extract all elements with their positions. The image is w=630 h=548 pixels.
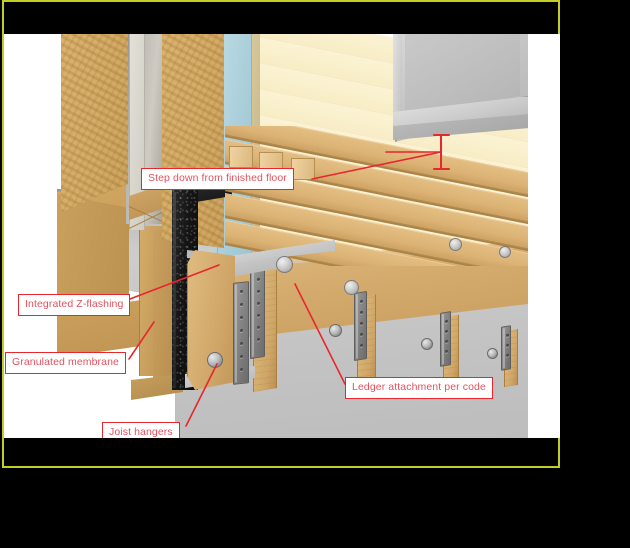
callout-ledger-attachment[interactable]: Ledger attachment per code (345, 377, 493, 399)
lag-bolt (449, 238, 462, 251)
hanger-highlight (235, 284, 237, 383)
hanger-nail-hole (240, 354, 243, 359)
callout-step-down[interactable]: Step down from finished floor (141, 168, 294, 190)
callout-joist-hangers[interactable]: Joist hangers (102, 422, 180, 438)
lag-bolt (487, 348, 498, 359)
osb-sheathing-left (61, 34, 128, 212)
front-hardware-group (57, 34, 528, 438)
lag-bolt (421, 338, 433, 350)
hanger-nail-hole (240, 302, 243, 307)
rim-member-face (57, 194, 129, 312)
hanger-nail-hole (240, 341, 243, 346)
hanger-nail-hole (240, 328, 243, 333)
callout-granulated-membrane[interactable]: Granulated membrane (5, 352, 126, 374)
right-black-area (562, 0, 630, 548)
hanger-nail-hole (240, 289, 243, 294)
lag-bolt (344, 280, 359, 295)
door-jamb (393, 34, 402, 130)
joist-hanger (233, 281, 249, 385)
callout-z-flashing[interactable]: Integrated Z-flashing (18, 294, 131, 316)
hanger-nail-hole (240, 315, 243, 320)
figure-page: Step down from finished floor Integrated… (4, 34, 560, 438)
top-black-bar (4, 2, 558, 34)
lag-bolt (499, 246, 511, 258)
lag-bolt (276, 256, 293, 273)
deck-board-end (229, 146, 253, 168)
lag-bolt (207, 352, 223, 368)
bottom-black-bar (4, 438, 558, 466)
outer-black-area (0, 468, 630, 548)
hanger-nail-hole (240, 367, 243, 372)
